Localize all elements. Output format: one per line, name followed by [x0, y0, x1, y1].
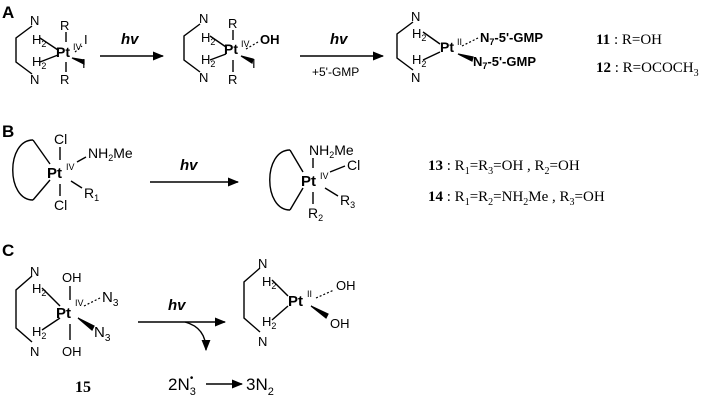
c-side-arrow — [184, 321, 211, 352]
a1-i-top: I — [84, 32, 88, 47]
c-byproduct: 2N3• 3N2 — [168, 373, 274, 398]
c2-oh-top: OH — [336, 278, 356, 293]
c1-iv: IV — [75, 298, 84, 308]
a3-h2-bot: H2 — [412, 52, 426, 69]
b1-iv: IV — [66, 162, 75, 172]
a2-i: I — [252, 56, 256, 71]
a1-h2-bot: H2 — [32, 54, 46, 71]
c2-h2-top: H2 — [262, 274, 276, 291]
c1-pt: Pt — [56, 305, 71, 322]
b2-iv: IV — [320, 171, 329, 181]
legend-14: 14 : R1=R2=NH2Me , R3=OH — [428, 189, 605, 208]
b1-r1: R1 — [84, 185, 99, 203]
c2-h2-bot: H2 — [262, 314, 276, 331]
c1-n3-bot: N3 — [94, 324, 111, 344]
a-arrow-1-label: hv — [121, 31, 140, 48]
a2-r-top: R — [228, 16, 237, 31]
a-arrow-2-reagent: +5'-GMP — [312, 65, 359, 79]
a-reactant — [15, 25, 67, 75]
a2-n-bot: N — [199, 70, 208, 85]
b2-r3: R3 — [340, 192, 355, 210]
a3-n-bot: N — [411, 70, 420, 85]
c2-pt: Pt — [288, 293, 303, 310]
a2-n-top: N — [199, 11, 208, 26]
a1-pt: Pt — [56, 44, 70, 60]
byproduct-left: 2N3• — [168, 373, 196, 398]
a2-iv: IV — [241, 39, 250, 49]
b2-pt: Pt — [301, 173, 316, 190]
panel-a-label: A — [2, 3, 14, 22]
a-legend: 11 : R=OH 12 : R=OCOCH3 — [596, 32, 699, 79]
a3-pt: Pt — [440, 39, 454, 55]
a2-r-bot: R — [228, 72, 237, 87]
a1-n-top: N — [30, 13, 39, 28]
a2-h2-bot: H2 — [201, 52, 215, 69]
c1-h2-bot: H2 — [32, 324, 46, 341]
b-arrow-label: hv — [180, 157, 199, 174]
c1-n3-top: N3 — [102, 289, 119, 309]
c1-n-top: N — [30, 264, 39, 279]
a2-pt: Pt — [224, 41, 238, 57]
b1-cl-bot: Cl — [54, 197, 67, 213]
panel-b-label: B — [2, 122, 14, 141]
a3-gmp-top: N7-5'-GMP — [480, 30, 543, 47]
panel-c-label: C — [2, 241, 14, 260]
b-legend: 13 : R1=R3=OH , R2=OH 14 : R1=R2=NH2Me ,… — [428, 158, 605, 208]
a-arrow-2-label: hv — [330, 31, 349, 48]
c1-n-bot: N — [30, 344, 39, 359]
c2-ii: II — [307, 289, 312, 299]
a1-n-bot: N — [30, 72, 39, 87]
byproduct-right: 3N2 — [246, 375, 274, 398]
b2-nh2me: NH2Me — [309, 142, 354, 160]
a3-n-top: N — [411, 9, 420, 24]
a2-h2-top: H2 — [201, 30, 215, 47]
a3-ii: II — [457, 37, 462, 47]
b2-r2: R2 — [308, 205, 323, 223]
c1-oh-bot: OH — [62, 344, 82, 359]
c1-label: 15 — [75, 379, 91, 396]
c-arrow-label: hv — [168, 297, 187, 314]
c2-n-bot: N — [258, 334, 267, 349]
legend-12: 12 : R=OCOCH3 — [596, 60, 699, 79]
legend-11: 11 : R=OH — [596, 32, 662, 48]
a3-h2-top: H2 — [412, 26, 426, 43]
c1-h2-top: H2 — [32, 281, 46, 298]
c2-n-top: N — [258, 256, 267, 271]
a3-gmp-bot: N7-5'-GMP — [473, 54, 536, 71]
a1-h2-top: H2 — [32, 32, 46, 49]
b1-nh2me: NH2Me — [88, 145, 133, 163]
c1-oh-top: OH — [62, 270, 82, 285]
a1-r-top: R — [60, 18, 69, 33]
b2-cl: Cl — [347, 157, 360, 173]
legend-13: 13 : R1=R3=OH , R2=OH — [428, 158, 580, 177]
c2-oh-bot: OH — [330, 316, 350, 331]
b1-cl-top: Cl — [54, 131, 67, 147]
a2-oh: OH — [260, 32, 280, 47]
a1-r-bot: R — [60, 72, 69, 87]
b1-pt: Pt — [47, 165, 62, 182]
a1-iv: IV — [73, 42, 82, 52]
